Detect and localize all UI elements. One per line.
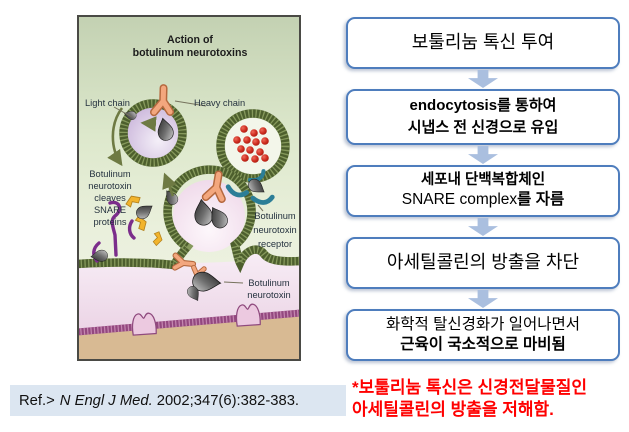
reference-prefix: Ref.> [19, 392, 55, 409]
flow-step-3: 세포내 단백복합체인 SNARE complex를 자름 [346, 165, 620, 217]
figure-title-line2: botulinum neurotoxins [133, 47, 248, 59]
svg-text:Botulinum: Botulinum [254, 211, 296, 221]
svg-text:Botulinum: Botulinum [248, 278, 290, 288]
label-heavy-chain: Heavy chain [194, 98, 245, 108]
red-note: *보툴리눔 톡신은 신경전달물질인 아세틸콜린의 방출을 저해함. [352, 377, 628, 421]
red-note-line1: *보툴리눔 톡신은 신경전달물질인 [352, 378, 588, 397]
heavy-chain-pointer [174, 100, 207, 107]
flow-arrow-down-icon [468, 70, 498, 88]
flow-arrow-down-icon [468, 290, 498, 308]
flow-arrow-down-icon [468, 146, 498, 164]
arrow-light-chain-release-icon [140, 116, 157, 132]
figure-title-line1: Action of [167, 34, 213, 46]
svg-text:neurotoxin: neurotoxin [247, 290, 290, 300]
flow-step-2: endocytosis를 통하여 시냅스 전 신경으로 유입 [346, 89, 620, 145]
flow-step-2-line1: endocytosis를 통하여 [409, 97, 557, 115]
reference-bar: Ref.> N Engl J Med. 2002;347(6):382-383. [10, 385, 346, 416]
label-toxin-receptor: Botulinum neurotoxin receptor [253, 211, 296, 249]
flow-step-5-line1: 화학적 탈신경화가 일어나면서 [386, 315, 580, 333]
flowchart: 보툴리눔 톡신 투여 endocytosis를 통하여 시냅스 전 신경으로 유… [346, 17, 620, 361]
flow-step-3-line2-bold: 를 자름 [517, 191, 565, 209]
muscle-membrane [77, 303, 301, 336]
flow-step-5: 화학적 탈신경화가 일어나면서 근육이 국소적으로 마비됨 [346, 309, 620, 361]
acetylcholine-vesicle [216, 109, 290, 186]
snare-debris [90, 187, 181, 263]
red-note-line2: 아세틸콜린의 방출을 저해함. [352, 399, 554, 419]
arrow-cleave-icon [107, 107, 124, 167]
flow-arrow-down-icon [468, 218, 498, 236]
acetylcholine-dots [233, 125, 269, 163]
nejm-figure: Action of botulinum neurotoxins Light ch… [77, 15, 301, 361]
flow-step-5-line2: 근육이 국소적으로 마비됨 [400, 336, 566, 353]
label-cleaves-snare: Botulinum neurotoxin cleaves SNARE prote… [88, 169, 131, 227]
arrow-endocytosis-icon [162, 172, 177, 197]
receptor-pointer [257, 204, 264, 212]
flow-step-3-line2: SNARE complex를 자름 [402, 190, 565, 210]
reference-citation: 2002;347(6):382-383. [156, 392, 300, 409]
svg-text:receptor: receptor [258, 239, 292, 249]
flow-step-3-line1: 세포내 단백복합체인 [420, 172, 546, 189]
flow-step-2-line2: 시냅스 전 신경으로 유입 [407, 119, 559, 136]
flow-step-3-line2-regular: SNARE complex [401, 191, 518, 209]
toxin-vesicle [119, 99, 187, 167]
figure-border [77, 15, 301, 361]
svg-text:proteins: proteins [93, 217, 126, 227]
svg-text:neurotoxin: neurotoxin [253, 225, 296, 235]
label-botulinum-neurotoxin: Botulinum neurotoxin [247, 278, 290, 300]
light-chain-pointer [113, 106, 133, 118]
reference-journal: N Engl J Med. [59, 392, 153, 409]
svg-text:cleaves: cleaves [94, 193, 126, 203]
svg-text:neurotoxin: neurotoxin [88, 181, 131, 191]
svg-text:Botulinum: Botulinum [89, 169, 131, 179]
botulinum-mechanism-illustration: Action of botulinum neurotoxins Light ch… [77, 15, 301, 361]
flow-step-4-text: 아세틸콜린의 방출을 차단 [386, 252, 580, 273]
flow-step-4: 아세틸콜린의 방출을 차단 [346, 237, 620, 289]
flow-step-1-text: 보툴리눔 톡신 투여 [411, 32, 555, 53]
label-light-chain: Light chain [85, 98, 130, 108]
neurotoxin-pointer [223, 281, 244, 284]
svg-text:SNARE: SNARE [94, 205, 126, 215]
flow-step-1: 보툴리눔 톡신 투여 [346, 17, 620, 69]
